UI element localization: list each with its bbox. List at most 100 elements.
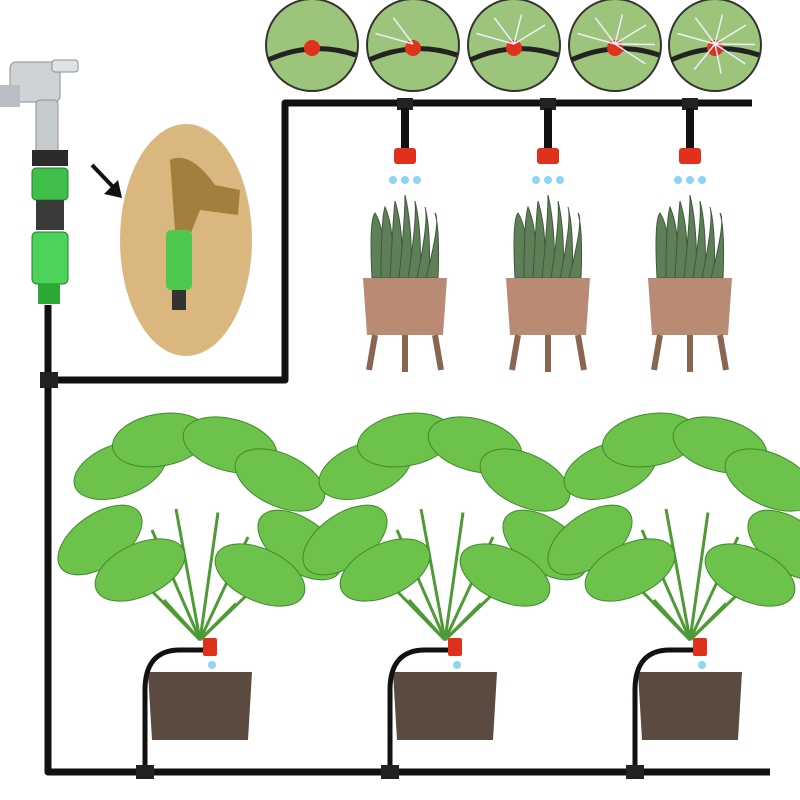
drip-emitter-icon [693, 638, 707, 656]
drip-feed-tube [142, 647, 205, 772]
drip-emitter-icon [203, 638, 217, 656]
spray-line [392, 17, 414, 45]
leaf-stem [664, 508, 692, 641]
water-drop [674, 176, 682, 184]
spray-line [476, 32, 515, 45]
preview-dripper [405, 40, 421, 56]
hose-connector-icon [31, 150, 69, 304]
planter-pot [648, 278, 732, 335]
spray-preview-icon [668, 0, 762, 92]
tee-connector [626, 765, 644, 779]
faucet-icon [0, 59, 79, 156]
tee-connector [682, 98, 698, 110]
snake-plant-leaf [416, 206, 430, 279]
spray-line [694, 17, 716, 45]
leaf [214, 543, 306, 607]
spray-line [577, 32, 616, 45]
emitter-stake [686, 108, 694, 148]
emitter-stake [401, 108, 409, 148]
leaf [704, 543, 796, 607]
spray-preview-icon [265, 0, 359, 92]
spray-line [714, 43, 722, 74]
spray-line [693, 43, 716, 71]
hanging-emitter [532, 98, 564, 184]
water-drop [686, 176, 694, 184]
hanging-emitter [389, 98, 421, 184]
snake-plant-leaf [710, 212, 725, 279]
preview-dripper [506, 40, 522, 56]
ground-plant [547, 412, 800, 779]
water-drop [544, 176, 552, 184]
planter-leg [509, 334, 521, 371]
leaf-stem [443, 512, 465, 641]
tee-connector [540, 98, 556, 110]
water-drop [453, 661, 461, 669]
tee-connector [381, 765, 399, 779]
planter-leg [366, 334, 378, 371]
faucet-inset-photo [120, 124, 252, 356]
plant-pot [393, 672, 497, 740]
leaf [724, 448, 800, 512]
plant-pot [638, 672, 742, 740]
snake-plant-leaf [701, 206, 715, 279]
planter-leg [651, 334, 663, 371]
leaf [479, 448, 571, 512]
spray-preview-icon [568, 0, 662, 92]
leaf [339, 538, 431, 602]
drip-emitter-icon [394, 148, 416, 164]
leaf [584, 538, 676, 602]
spray-preview-icon [467, 0, 561, 92]
leaf-stem [174, 508, 202, 641]
planter-pot [363, 278, 447, 335]
spray-line [513, 24, 546, 45]
leaf-stem [419, 508, 447, 641]
hanging-emitters [363, 98, 732, 372]
spray-line [714, 14, 724, 45]
drip-emitter-icon [679, 148, 701, 164]
drip-emitter-icon [537, 148, 559, 164]
planter-pot [506, 278, 590, 335]
water-drop [698, 176, 706, 184]
arrow-icon [90, 163, 122, 198]
tee-connector [136, 765, 154, 779]
leaf-stem [652, 598, 692, 642]
water-drop [413, 176, 421, 184]
spray-line [493, 17, 515, 45]
leaf [234, 448, 326, 512]
snake-plant-leaf [559, 206, 573, 279]
spray-line [714, 43, 756, 46]
spray-line [594, 17, 616, 45]
leaf-stem [162, 598, 202, 642]
leaf-stem [688, 602, 728, 642]
tubing [44, 99, 770, 776]
water-drop [698, 661, 706, 669]
planter-leg [432, 334, 444, 371]
hanging-emitter [674, 98, 706, 184]
snake-plant [506, 194, 590, 372]
water-drop [401, 176, 409, 184]
preview-dripper [304, 40, 320, 56]
spray-line [614, 43, 656, 46]
tee-connector [397, 98, 413, 110]
ground-plants [57, 412, 800, 779]
leaf-stem [443, 602, 483, 642]
leaf-stem [407, 598, 447, 642]
spray-line [614, 14, 624, 45]
snake-plant-leaf [425, 212, 440, 279]
spray-line [714, 24, 747, 45]
water-drop [532, 176, 540, 184]
planter-leg [717, 334, 729, 371]
drip-emitter-icon [448, 638, 462, 656]
upper-branch-tube [48, 99, 752, 384]
drip-feed-tube [387, 647, 450, 772]
leaf [94, 538, 186, 602]
spray-preview-icon [366, 0, 460, 92]
ground-plant [57, 412, 343, 779]
water-drop [556, 176, 564, 184]
water-drop [389, 176, 397, 184]
spray-line [677, 32, 716, 45]
planter-leg [575, 334, 587, 371]
spray-previews [265, 0, 762, 92]
